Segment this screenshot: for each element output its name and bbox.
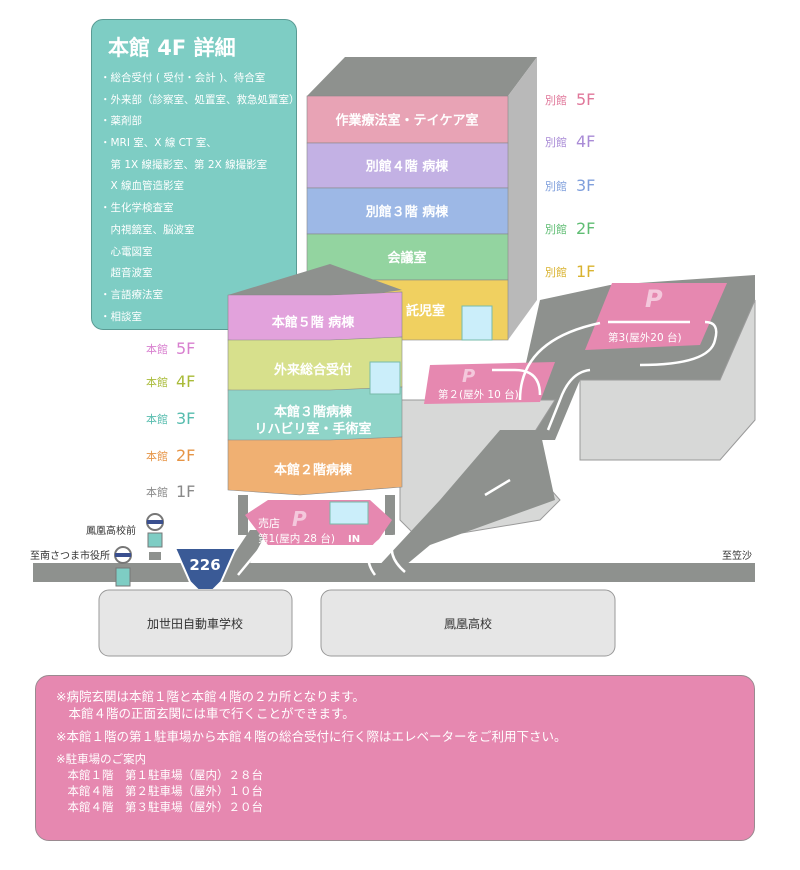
parking-guide-line: 本館４階 第２駐車場（屋外）１０台 [56,784,263,798]
annex-side [508,57,537,340]
arrow-icon [639,320,718,367]
main-floor-number: 3F [176,409,195,428]
annex-room-label: 別館４階 病棟 [365,159,450,175]
main-room-label: 外来総合受付 [273,362,352,378]
arrow-icon [546,368,591,431]
annex-floor-label: 別館 [545,179,567,193]
annex-floor-number: 5F [576,90,595,109]
parking-icon: P [462,366,475,387]
main-floor-label: 本館 [146,485,168,499]
parking-guide-line: 本館４階 第３駐車場（屋外）２０台 [56,800,263,814]
annex-floor-label: 別館 [545,222,567,236]
raised-ground [579,299,756,461]
annex-floor-label: 別館 [545,265,567,279]
detail-item: 第 1X 線撮影室、第 2X 線撮影室 [100,158,268,171]
panel-title: 本館 4F 詳細 [108,36,236,60]
pillar [385,495,395,535]
annex-roof [307,57,537,96]
annex-room-label: 別館３階 病棟 [365,204,450,220]
main-floor-number: 2F [176,446,195,465]
arrow-icon [390,534,406,573]
parking2-label: 第２(屋外 10 台) [438,388,519,401]
bus-stop-icon [114,546,132,604]
main-floor-number: 5F [176,339,195,358]
main-room-label: 本館５階 病棟 [272,315,356,331]
detail-item: ・外来部（診察室、処置室、救急処置室） [100,93,300,106]
annex-room-label: 託児室 [406,303,445,319]
direction-label-west: 至南さつま市役所 [30,549,110,562]
arrow-icon [484,478,511,497]
notice-line: ※本館１階の第１駐車場から本館４階の総合受付に行く際はエレベーターをご利用下さい… [56,729,567,744]
annex-floor-number: 2F [576,219,595,238]
annex-door [461,305,493,341]
detail-item: 超音波室 [100,267,153,280]
direction-label-east: 至笠沙 [722,549,752,562]
elevator-icon [329,501,369,525]
main-floor-2F [227,436,403,496]
annex-floor-label: 別館 [545,135,567,149]
main-floor-number: 4F [176,372,195,391]
entrance-road [228,530,268,563]
high-school-building [320,589,616,657]
annex-floor-number: 1F [576,262,595,281]
annex-room-label: 会議室 [387,250,426,266]
detail-item: X 線血管造影室 [100,180,185,193]
main-room-label: 本館２階病棟 [274,462,353,478]
parking3-label: 第3(屋外20 台) [608,331,682,344]
detail-item: ・相談室 [100,310,142,323]
entrance-in-label: IN [464,345,474,354]
shop-label: 売店 [258,516,280,530]
parking-icon: P [645,285,663,313]
main-floor-label: 本館 [146,449,168,463]
parking-lot-3 [585,283,727,350]
parking-icon: P [292,507,307,531]
detail-item: 心電図室 [100,245,153,258]
detail-item: ・生化学検査室 [100,202,174,215]
ramp-road [375,430,555,570]
arrow-icon [237,545,263,576]
detail-item: ・MRI 室、X 線 CT 室、 [100,137,217,150]
main-floor-label: 本館 [146,412,168,426]
main-4f-detail-panel: 本館 4F 詳細 ・総合受付 ( 受付・会計 )、待合室・外来部（診察室、処置室… [91,19,300,330]
annex-floor-number: 4F [576,132,595,151]
main-floor-label: 本館 [146,342,168,356]
traffic-arrows [237,320,718,576]
detail-item: ・言語療法室 [100,288,163,301]
bus-stop-icon [146,513,164,560]
annex-floor-5F [306,95,509,144]
detail-item: 内視鏡室、脳波室 [100,223,195,236]
annex-floor-number: 3F [576,176,595,195]
notice-line: 本館４階の正面玄関には車で行くことができます。 [56,706,355,721]
front-entrance-label: 正面玄関 [413,362,424,399]
annex-floor-label: 別館 [545,93,567,107]
annex-floor-3F [306,187,509,235]
pillar [238,495,248,535]
detail-item: ・総合受付 ( 受付・会計 )、待合室 [100,72,266,84]
route-number: 226 [189,556,220,574]
main-floor-label: 本館 [146,375,168,389]
parking1-label: 第1(屋内 28 台) [258,532,335,545]
bus-stop-label: 鳳凰高校前 [86,524,136,537]
detail-item: ・薬剤部 [100,115,142,128]
detail-list: ・総合受付 ( 受付・会計 )、待合室・外来部（診察室、処置室、救急処置室） ・薬… [92,68,300,328]
parking-guide-title: ※駐車場のご案内 [56,752,147,766]
main-room-label: リハビリ室・手術室 [254,421,371,437]
parking-guide-line: 本館１階 第１駐車場（屋内）２８台 [56,768,263,782]
notice-line: ※病院玄関は本館１階と本館４階の２カ所となります。 [56,689,365,704]
main-door [369,361,401,395]
parking-lot-2 [424,362,555,404]
notice-box: ※病院玄関は本館１階と本館４階の２カ所となります。 本館４階の正面玄関には車で行… [35,675,755,841]
entrance-in-label: IN [348,534,360,545]
arrow-icon [518,321,601,401]
high-school-label: 鳳凰高校 [444,616,492,631]
arrow-icon [367,539,381,576]
main-floor-number: 1F [176,482,195,501]
main-room-label: 本館３階病棟 [274,404,353,420]
driving-school-building [98,589,293,657]
main-road [33,563,755,582]
arrow-icon [492,368,542,396]
driving-school-label: 加世田自動車学校 [147,616,243,631]
annex-room-label: 作業療法室・テイケア室 [335,113,478,129]
